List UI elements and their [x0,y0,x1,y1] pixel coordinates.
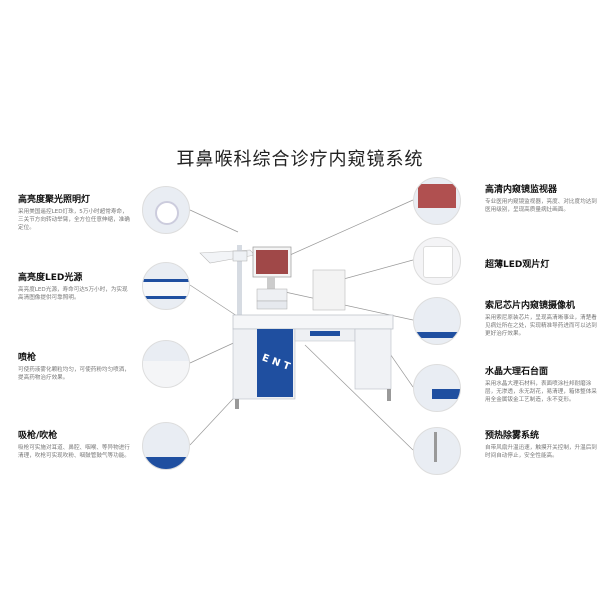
feature-title: 高亮度聚光照明灯 [18,195,91,205]
camera-thumbnail [413,297,461,345]
spray-gun-thumbnail [142,340,190,388]
feature-title: 高亮度LED光源 [18,273,83,283]
feature-title: 预热除雾系统 [485,431,540,441]
feature-desc: 高亮度LED光源，寿命可达5万小时，为实现高清图像提供可靠照明。 [18,287,128,301]
feature-desc: 吸枪可实施对耳道、鼻腔、咽喉、等异物进行清理，吹枪可实现吹粉、咽鼓管鼓气等功能。 [18,445,130,459]
feature-title: 索尼芯片内窥镜摄像机 [485,301,576,311]
led-viewer-thumbnail [413,237,461,285]
ent-workstation-illustration: E N T [199,245,394,409]
exam-light-thumbnail [142,186,190,234]
feature-desc: 采用索尼原装芯片，呈现高清晰事业，清楚看见病灶所在之处，实现精准导药进而可以达到… [485,315,597,337]
defog-thumbnail [413,427,461,475]
monitor-thumbnail [413,177,461,225]
feature-sony-camera: 索尼芯片内窥镜摄像机采用索尼原装芯片，呈现高清晰事业，清楚看见病灶所在之处，实现… [485,298,597,338]
led-source-thumbnail [142,262,190,310]
feature-desc: 自带风扇升温迅速，触摸开关控制，升温后到时间自动停止，安全性能高。 [485,445,597,459]
marble-countertop [232,314,394,330]
feature-title: 水晶大理石台面 [485,367,549,377]
page-title: 耳鼻喉科综合诊疗内窥镜系统 [176,149,424,170]
led-viewer [312,269,346,311]
camera-host [256,288,288,302]
feature-desc: 专业医用内窥镜监视器，亮度、对比度均达到医用级别，呈现高质量病灶画面。 [485,199,597,213]
ent-panel [257,329,293,397]
feature-title: 吸枪/吹枪 [18,431,58,441]
feature-title: 高清内窥镜监视器 [485,185,558,195]
feature-spray-gun: 喷枪可使药液雾化颗粒均匀，可使药粉均匀喷洒，提高药物治疗效果。 [18,350,130,382]
countertop-thumbnail [413,364,461,412]
feature-led-source: 高亮度LED光源高亮度LED光源，寿命可达5万小时，为实现高清图像提供可靠照明。 [18,270,130,302]
feature-desc: 可使药液雾化颗粒均匀，可使药粉均匀喷洒，提高药物治疗效果。 [18,367,130,381]
feature-desc: 采用水晶大理石材料，表面喷涂杜邦耐磨涂层，无渗透，永无刮花，易清理，箱体整体采用… [485,381,597,403]
feature-suction-blow-gun: 吸枪/吹枪吸枪可实施对耳道、鼻腔、咽喉、等异物进行清理，吹枪可实现吹粉、咽鼓管鼓… [18,428,130,460]
feature-led-viewer: 超薄LED观片灯 [485,257,597,273]
feature-exam-light: 高亮度聚光照明灯采用美国遥控LED灯珠，5万小时超常寿命，三关节方向转动举臂，全… [18,192,130,232]
feature-title: 超薄LED观片灯 [485,260,550,270]
feature-marble-top: 水晶大理石台面采用水晶大理石材料，表面喷涂杜邦耐磨涂层，无渗透，永无刮花，易清理… [485,364,597,404]
feature-desc: 采用美国遥控LED灯珠，5万小时超常寿命，三关节方向转动举臂，全方位任意伸缩，准… [18,209,130,231]
feature-defog: 预热除雾系统自带风扇升温迅速，触摸开关控制，升温后到时间自动停止，安全性能高。 [485,428,597,460]
suction-gun-thumbnail [142,422,190,470]
feature-hd-monitor: 高清内窥镜监视器专业医用内窥镜监视器，亮度、对比度均达到医用级别，呈现高质量病灶… [485,182,597,214]
feature-title: 喷枪 [18,353,37,363]
